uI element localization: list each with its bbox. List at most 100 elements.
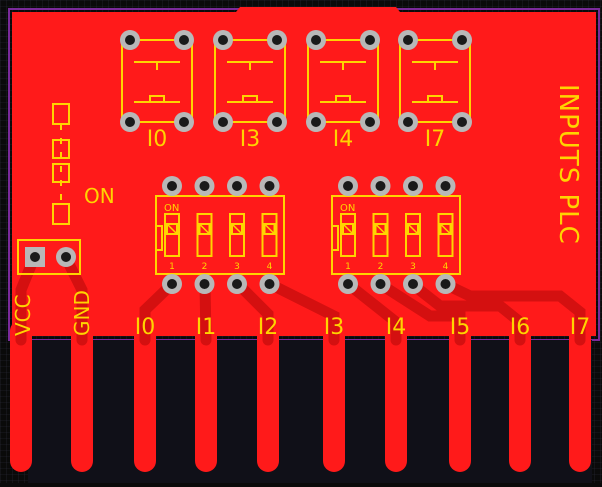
connector-body [28,340,592,483]
dip-top-pad-hole [408,181,418,191]
button-silk-actuator [242,95,258,103]
dip-lever-mark [263,223,276,235]
button-pad-hole [125,35,135,45]
dip-lever-mark [407,223,419,235]
button-pad-hole [457,35,467,45]
dip-lever-mark [166,223,178,235]
button-pad-hole [179,35,189,45]
dip-slot [340,213,356,257]
dip-slot [196,213,213,257]
dip-bottom-pad-hole [408,279,418,289]
dip-lever-mark [374,223,387,235]
dip-on-label: ON [340,203,355,214]
dip-position-label: 2 [202,262,208,272]
dip-lever [374,223,387,235]
connector-label-gnd: GND [70,290,94,336]
board-title: INPUTS PLC [553,84,583,245]
button-label: I0 [147,127,168,152]
finger-9 [569,320,591,472]
dip-lever [407,223,419,235]
button-outline [307,39,379,123]
button-silk-actuator [335,95,351,103]
button-outline [214,39,286,123]
connector-label-i7: I7 [570,315,591,340]
button-pad-hole [125,117,135,127]
dip-position-label: 3 [234,262,240,272]
dip-bottom-pad-hole [343,279,353,289]
button-silk-actuator [149,95,165,103]
vcc-pad-hole [30,252,40,262]
dip-slot [229,213,245,257]
dip-on-label: ON [164,203,179,214]
trace-i4 [342,278,402,346]
dip-top-pad-hole [440,181,451,191]
dip-bottom-pad-hole [264,279,275,289]
dip-lever-mark [342,223,354,235]
finger-1 [71,320,93,472]
dip-position-label: 3 [410,262,416,272]
dip-lever [439,223,452,235]
button-group: I0 I3 I4 I7 [120,30,472,152]
button-outline [399,39,471,123]
connector-label-i2: I2 [258,315,279,340]
dip-lever [198,223,211,235]
led-silk-bottom [52,203,70,225]
gnd-pad-hole [61,252,71,262]
dip-top-pad-hole [232,181,242,191]
connector-label-i0: I0 [135,315,156,340]
dip-slot [405,213,421,257]
button-label: I3 [240,127,261,152]
dip-slot [164,213,180,257]
trace-i5 [374,278,466,346]
finger-8 [509,320,531,472]
button-pad-hole [272,35,282,45]
power-header-silk [17,239,81,275]
push-button-2: I4 [306,30,380,152]
dip-position-label: 1 [169,262,175,272]
dip-lever-mark [439,223,452,235]
connector-label-i5: I5 [450,315,471,340]
dip-lever-mark [198,223,211,235]
button-label: I7 [425,127,446,152]
dip-slot [372,213,389,257]
dip-lever [263,223,276,235]
dip-lever [231,223,243,235]
button-pad-hole [218,117,228,127]
led-footprint [52,103,70,225]
trace-i2 [232,278,274,346]
dip-slot [261,213,278,257]
trace-layer [15,252,586,346]
dip-bottom-pad-hole [232,279,242,289]
connector-label-vcc: VCC [11,294,35,336]
dip-top-pad-hole [375,181,386,191]
button-pad-hole [272,117,282,127]
trace-i7 [439,278,586,346]
push-button-0: I0 [120,30,194,152]
trace-gnd [60,252,88,346]
dip-top-pad-hole [199,181,210,191]
button-silk-actuator [427,95,443,103]
button-label: I4 [333,127,354,152]
button-pad-hole [311,35,321,45]
dip-notch [155,225,163,251]
trace-i0 [139,278,178,346]
button-pad-hole [365,117,375,127]
dip-bottom-pad-hole [199,279,210,289]
dip-notch [331,225,339,251]
finger-2 [134,320,156,472]
connector-label-i3: I3 [324,315,345,340]
button-outline [121,39,193,123]
dip-position-label: 4 [443,262,449,272]
led-on-label: ON [84,184,115,208]
connector-label-i6: I6 [510,315,531,340]
finger-3 [195,320,217,472]
dip-lever-mark [231,223,243,235]
finger-6 [385,320,407,472]
dip-lever [342,223,354,235]
button-pad-hole [365,35,375,45]
button-pad-hole [457,117,467,127]
